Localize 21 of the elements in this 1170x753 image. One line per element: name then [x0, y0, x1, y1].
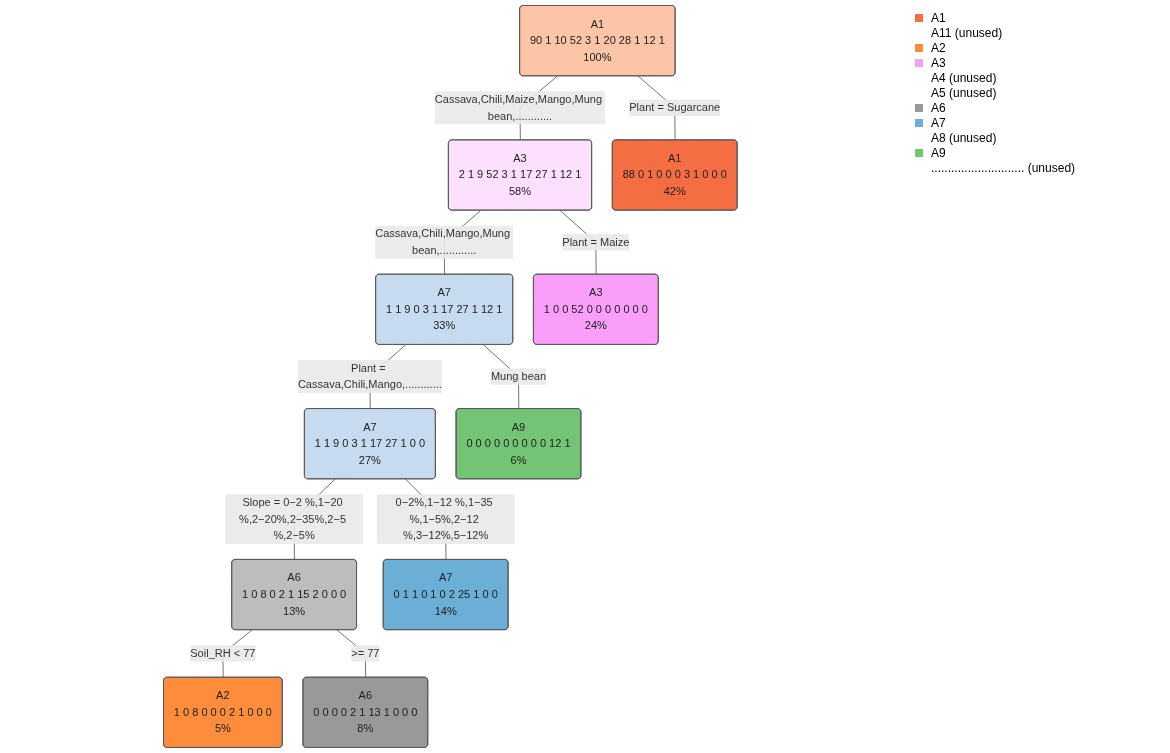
- edge-label: Plant = Sugarcane: [628, 101, 720, 114]
- edge-label: >= 77: [350, 647, 380, 659]
- legend-label: A11 (unused): [931, 25, 1003, 40]
- edge-label: Cassava,Chili,Mango,Mung bean,............: [374, 227, 510, 256]
- legend-label: A2: [931, 40, 946, 55]
- legend-label: A9: [931, 145, 946, 160]
- legend-label: A8 (unused): [931, 130, 997, 145]
- edge-label: Plant = Cassava,Chili,Mango,............: [297, 362, 442, 391]
- edge-label: Soil_RH < 77: [189, 647, 256, 659]
- legend-label: A6: [931, 100, 946, 115]
- legend-label: A4 (unused): [931, 70, 997, 85]
- legend-label: A5 (unused): [931, 85, 997, 100]
- legend-label: A3: [931, 55, 946, 70]
- legend-label: A7: [931, 115, 946, 130]
- edge-label: Slope = 0−2 %,1−20 %,2−20%,2−35%,2−5 %,2−5%: [238, 496, 346, 542]
- edge-label: Mung bean: [490, 370, 546, 383]
- legend-label: A1: [931, 10, 946, 25]
- edge-label: Plant = Maize: [561, 235, 630, 248]
- edge-label: 0−2%,1−12 %,1−35 %,1−5%,2−12 %,3−12%,5−12%: [395, 496, 493, 542]
- edge-label: Cassava,Chili,Maize,Mango,Mung bean,............: [434, 93, 602, 122]
- legend-label: ............................ (unused): [931, 160, 1076, 175]
